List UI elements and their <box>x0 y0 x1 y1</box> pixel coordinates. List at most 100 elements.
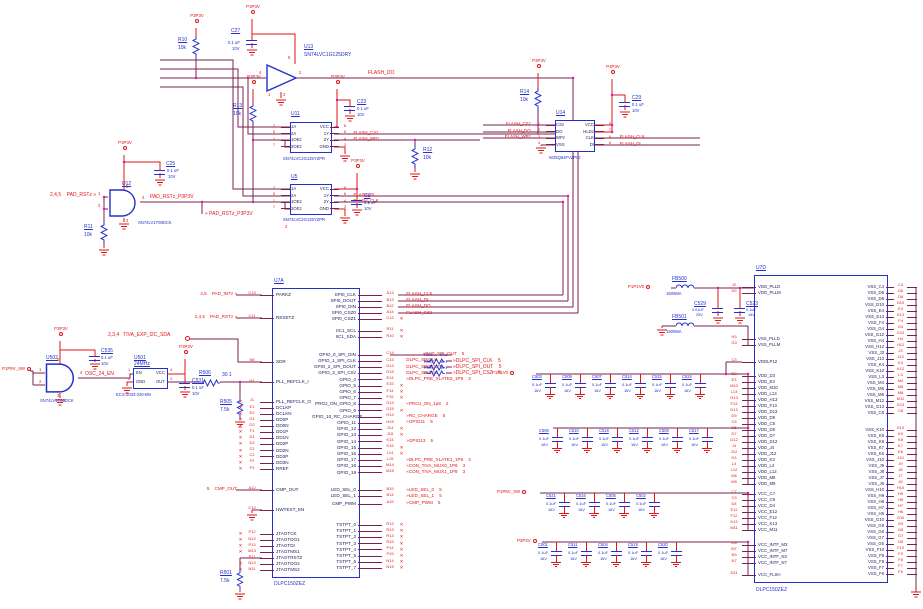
c29-voltage: 10V <box>632 108 640 113</box>
pin-wire <box>546 137 555 139</box>
pin-wire <box>595 137 604 139</box>
pin-name: GPIO_0_SPI_DIN <box>318 351 356 357</box>
pin-number: J8 <box>898 467 903 473</box>
c523-value: 0.1uF <box>746 308 756 312</box>
pin-name: TSTPT_3 <box>336 540 356 546</box>
pin-name: VCC <box>156 370 165 375</box>
pin-number: H6 <box>897 509 904 515</box>
pin-name: VSS_F8 <box>867 558 884 564</box>
pin-number: M7 <box>731 546 737 552</box>
pin-number: C4 <box>897 282 904 288</box>
pin-name: 2A <box>291 130 297 136</box>
pin-wire <box>358 472 382 474</box>
pin-wire <box>358 466 382 468</box>
pin-wire <box>742 447 756 449</box>
pin-wire <box>742 417 756 419</box>
pin-wire <box>260 294 274 296</box>
cap-voltage: 16V <box>631 442 638 447</box>
pin-number: H13 <box>730 395 738 401</box>
pin-number: F1 <box>249 427 255 433</box>
cap-value: 0.1uF <box>576 500 586 506</box>
pin-name: VSS_H6 <box>867 510 884 516</box>
pin-name: VSS_J6 <box>868 480 884 486</box>
c535-ref: C535 <box>101 348 113 354</box>
pin-name: VDD_PLLD <box>758 283 781 289</box>
pin-wire <box>358 428 382 430</box>
pin-name: VSS_M4 <box>867 379 884 385</box>
pin-wire <box>907 346 917 348</box>
r506-value: 30.1 <box>222 372 232 378</box>
c529-voltage: 25V <box>696 313 703 317</box>
pin-wire <box>907 400 917 402</box>
cap-voltage: 16V <box>564 388 571 393</box>
cap-ref: C502 <box>636 493 646 498</box>
pin-wire <box>886 477 894 479</box>
pin-name: VDD_L12 <box>758 468 777 474</box>
u13-part: SN74LVC1G125DRY <box>304 52 352 58</box>
c23-voltage: 10V <box>357 112 365 117</box>
pin-number: 4 <box>170 368 173 372</box>
pin-wire <box>358 410 382 412</box>
pin-number: N6 <box>249 357 255 363</box>
net-label: FLASH_DI <box>405 297 429 303</box>
pin-number: C12 <box>386 314 394 320</box>
c29-value: 0.1 uF <box>632 102 644 107</box>
r11-resistor-icon <box>100 222 108 244</box>
pin-wire <box>907 489 917 491</box>
pin-name: PROJ_ON_GPIO_8 <box>315 401 356 407</box>
pin-name: VSS_F7 <box>867 564 884 570</box>
pin-wire <box>886 400 894 402</box>
pin-number: E3 <box>731 377 737 383</box>
pin-number: L15 <box>386 455 394 461</box>
pin-name: VSS_K10 <box>865 426 884 432</box>
pin-name: CLK <box>585 135 594 141</box>
pin-name: VSS_G7 <box>867 534 884 540</box>
no-connect-x: ✕ <box>238 435 243 441</box>
pin-number: C11 <box>248 313 256 319</box>
net-label: »GPIO11 5 <box>405 419 433 425</box>
c531-cap-icon <box>179 383 190 388</box>
cap-voltage: 16V <box>661 442 668 447</box>
pin-name: SPI0_CLK <box>334 291 356 297</box>
pin-wire <box>358 543 382 545</box>
pin-name: VSS_J3 <box>868 349 884 355</box>
pin-name: SPI0_CSZ1 <box>331 316 356 322</box>
pin-name: VSS_D8 <box>867 295 884 301</box>
pin-wire <box>260 489 274 491</box>
cap-wire <box>677 428 678 437</box>
pin-wire <box>260 407 274 409</box>
cap-voltage: 16V <box>691 442 698 447</box>
cap-wire <box>646 555 647 562</box>
pin-number: J14 <box>386 424 394 430</box>
u11-part: SN74LVC2G125YZPR <box>283 156 326 161</box>
pin-name: VSS_C8 <box>867 409 884 415</box>
cap-value: 0.1uF <box>539 435 549 441</box>
c529-value: 0.01uF <box>692 308 704 312</box>
pin-name: VSS_G4 <box>867 325 884 331</box>
cap-wire <box>647 441 648 448</box>
no-connect-x: ✕ <box>399 564 404 570</box>
cap-value: 0.1uF <box>599 435 609 441</box>
no-connect-x: ✕ <box>238 423 243 429</box>
pin-number: 3 <box>57 393 60 398</box>
pin-number: P13 <box>248 541 256 547</box>
r12-value: 10k <box>423 155 432 161</box>
pin-number: 7 <box>272 204 276 210</box>
pin-wire <box>907 388 917 390</box>
pin-name: 1OEz <box>291 199 302 205</box>
cap-ref: C516 <box>576 493 586 498</box>
